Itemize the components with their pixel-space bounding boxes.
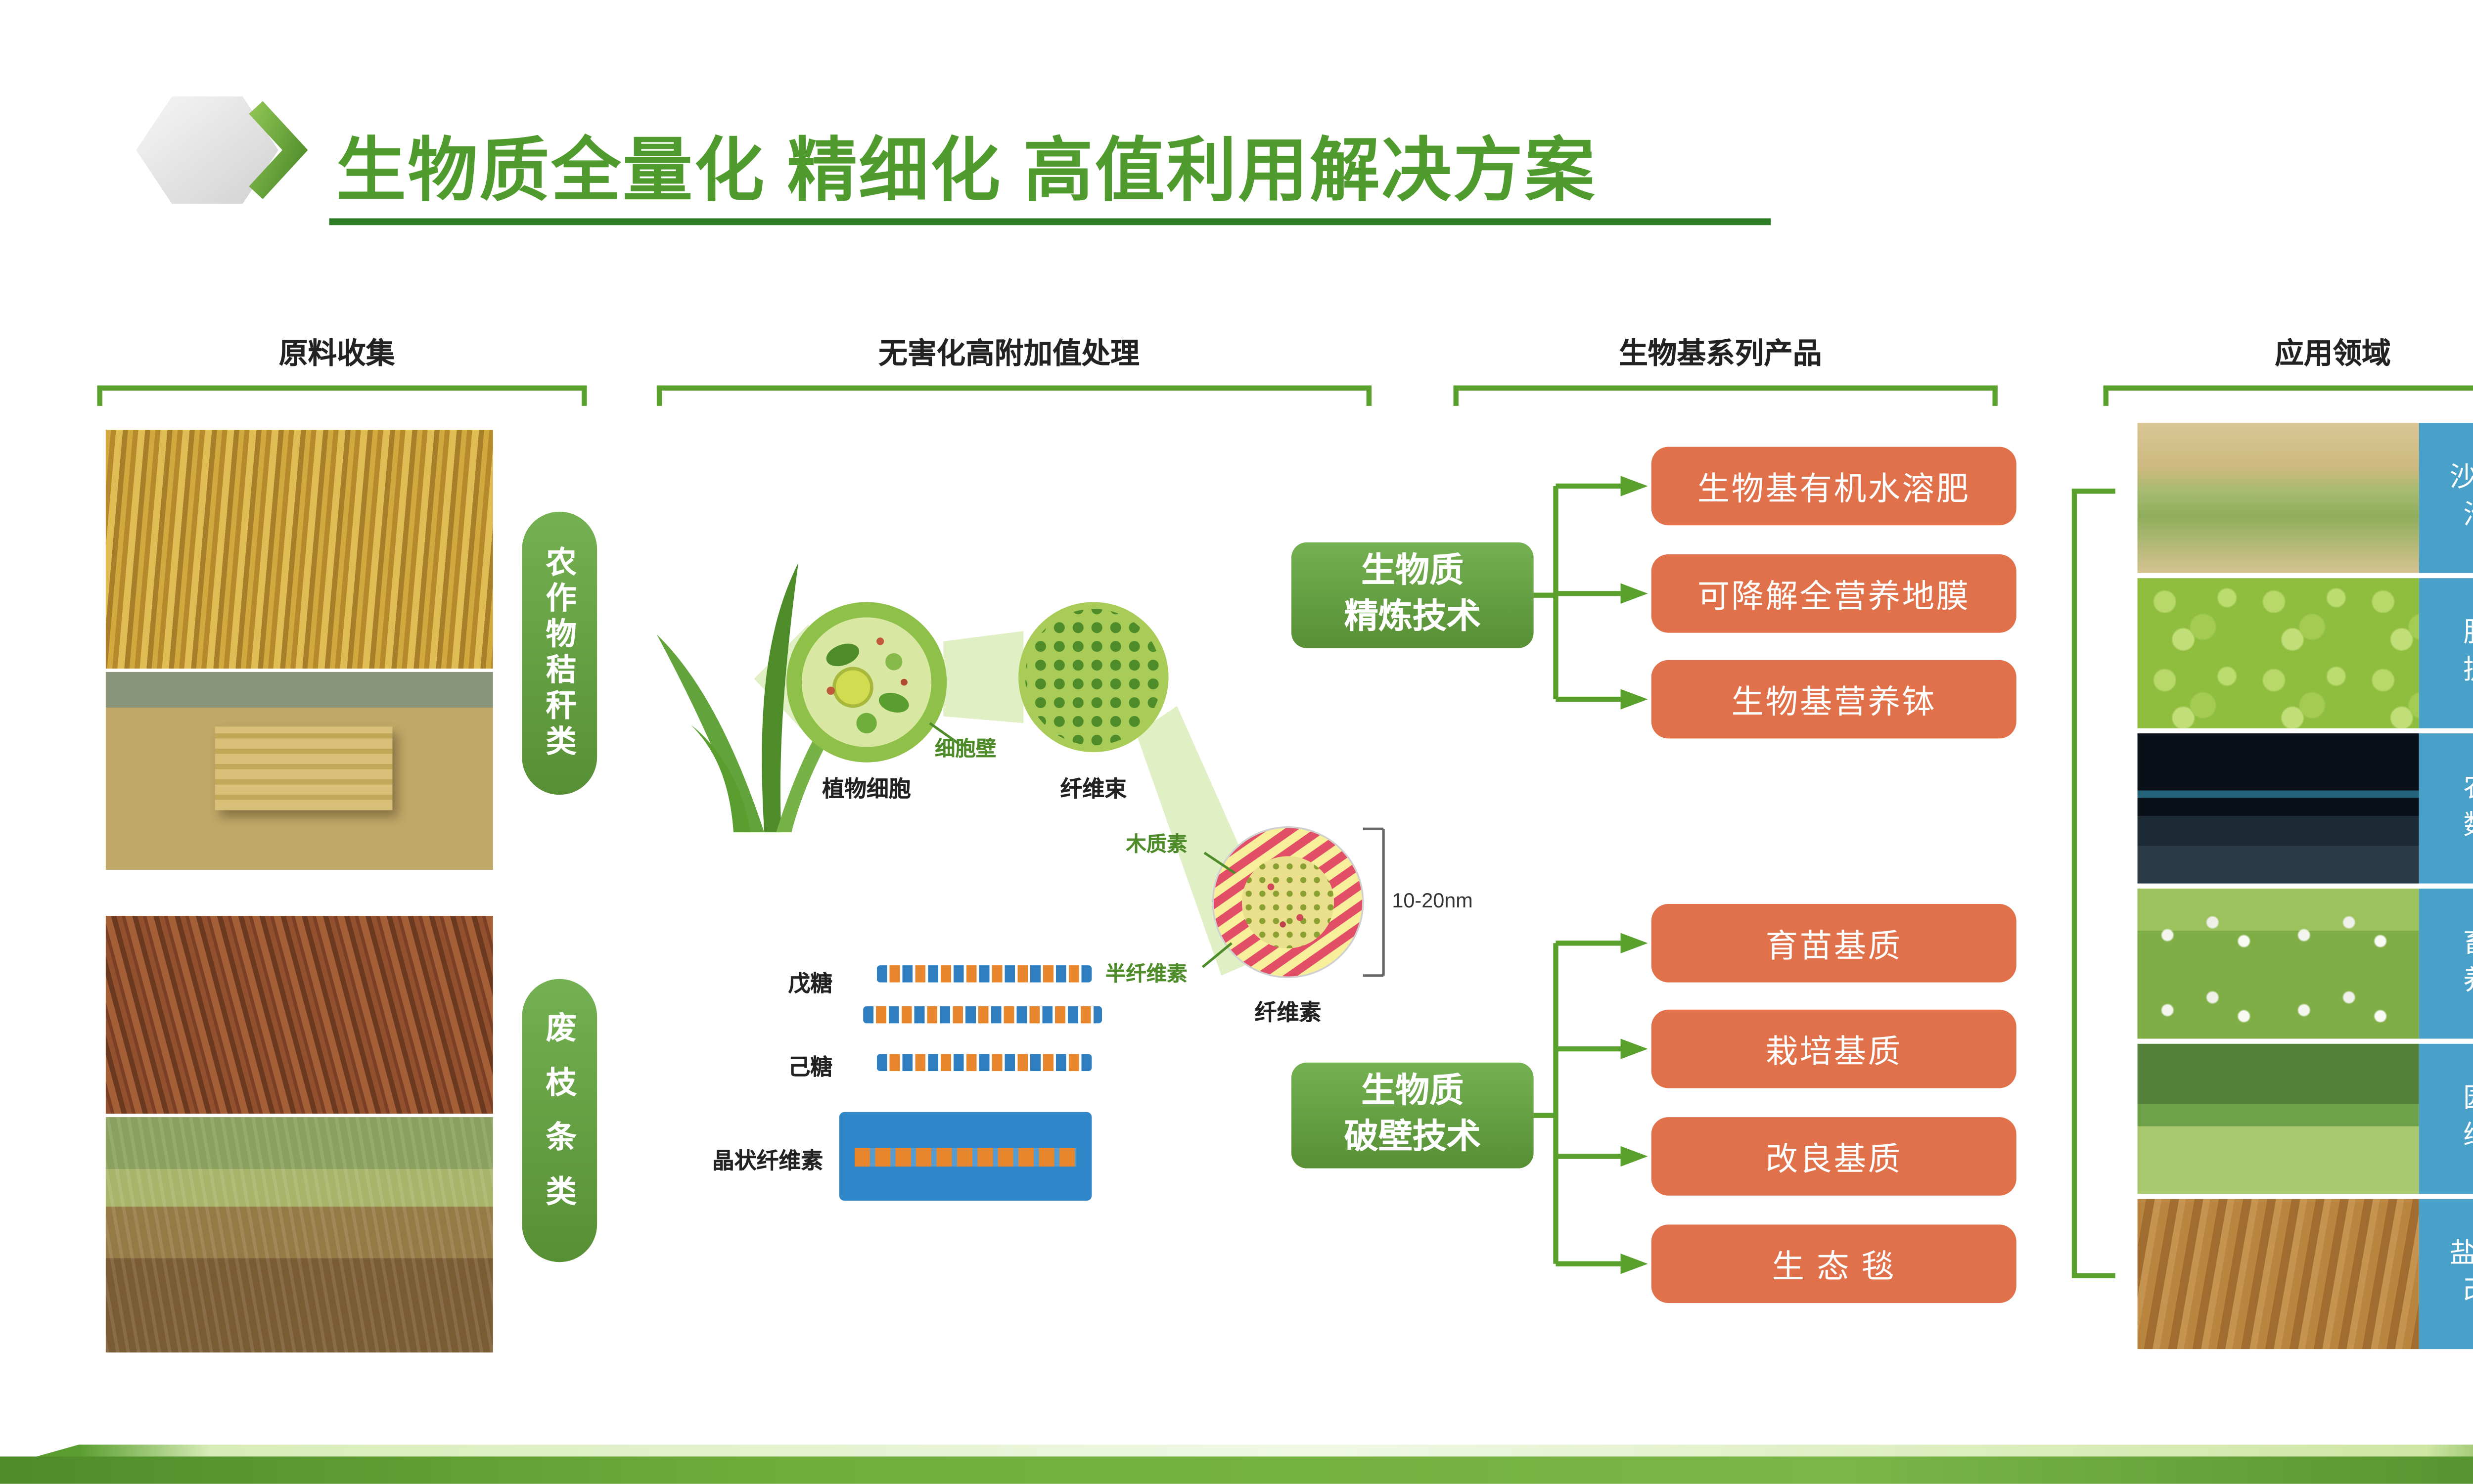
photo-saline-alkali-improvement <box>2137 1199 2419 1349</box>
bracket-raw-materials <box>97 385 587 406</box>
photo-agriculture-data <box>2137 733 2419 884</box>
label-diameter: 10-20nm <box>1392 888 1473 913</box>
section-header-processing: 无害化高附加值处理 <box>878 337 1140 370</box>
fiber-cross-section-diagram <box>1201 826 1385 979</box>
straw-bale <box>214 727 393 810</box>
label-cellulose: 纤维素 <box>1254 999 1322 1025</box>
photo-garden-greening <box>2137 1043 2419 1194</box>
product-box-degradable-mulch-film: 可降解全营养地膜 <box>1651 554 2016 633</box>
hexose-chain-graphic <box>876 1054 1092 1071</box>
photo-orchard-branches <box>105 1117 493 1353</box>
label-crystalline-cellulose: 晶状纤维素 <box>712 1148 824 1173</box>
plant-cell-diagram <box>786 602 960 763</box>
photo-waste-twigs <box>105 916 493 1114</box>
cellulose-chain <box>854 1148 1077 1167</box>
application-label: 沙漠化 治理 <box>2419 423 2473 573</box>
hexagon-icon <box>130 91 285 209</box>
application-row-agri-data: 农业 数据 <box>2137 733 2473 884</box>
label-pentose: 戊糖 <box>788 970 833 996</box>
connector-arrows-refining <box>1620 476 1648 710</box>
title-underline <box>329 218 1771 225</box>
label-plant-cell: 植物细胞 <box>822 776 911 802</box>
pentose-chain-graphic <box>876 965 1092 983</box>
bracket-products <box>1453 385 1998 406</box>
application-row-livestock: 畜牧 养殖 <box>2137 888 2473 1039</box>
label-hexose: 己糖 <box>788 1054 833 1080</box>
application-label: 畜牧 养殖 <box>2419 888 2473 1039</box>
product-box-cultivation-substrate: 栽培基质 <box>1651 1009 2016 1088</box>
photo-livestock-breeding <box>2137 888 2419 1039</box>
product-box-improvement-substrate: 改良基质 <box>1651 1117 2016 1196</box>
footer-ribbon <box>0 1456 2473 1484</box>
section-header-applications: 应用领域 <box>2275 337 2391 370</box>
tech-box-wall-breaking: 生物质 破壁技术 <box>1291 1062 1534 1169</box>
section-header-raw-materials: 原料收集 <box>278 337 395 370</box>
label-lignin: 木质素 <box>1126 832 1188 856</box>
photo-desertification-control <box>2137 423 2419 573</box>
photo-fertility-improvement <box>2137 578 2419 728</box>
photo-straw-bales <box>105 672 493 870</box>
application-row-fertility: 肥力 提升 <box>2137 578 2473 728</box>
chevron-right-icon <box>249 101 308 199</box>
application-row-saline-soil: 盐碱地 改良 <box>2137 1199 2473 1349</box>
label-hemicellulose: 半纤维素 <box>1105 962 1188 986</box>
application-row-desertification: 沙漠化 治理 <box>2137 423 2473 573</box>
bracket-processing <box>656 385 1372 406</box>
applications-bracket <box>2071 489 2115 1279</box>
section-header-products: 生物基系列产品 <box>1619 337 1822 370</box>
application-label: 肥力 提升 <box>2419 578 2473 728</box>
tech-box-refining: 生物质 精炼技术 <box>1291 542 1534 648</box>
crystalline-cellulose-graphic <box>839 1112 1092 1201</box>
application-label: 盐碱地 改良 <box>2419 1199 2473 1349</box>
category-pill-crop-straw: 农作物秸秆类 <box>522 511 597 795</box>
label-fiber-bundle: 纤维束 <box>1060 776 1127 802</box>
connector-tree-wall-breaking <box>1533 941 1621 1266</box>
applications-list: 沙漠化 治理 肥力 提升 农业 数据 畜牧 养殖 园林 绿化 盐碱地 改良 <box>2137 423 2473 1354</box>
product-box-water-soluble-fertilizer: 生物基有机水溶肥 <box>1651 447 2016 526</box>
sugar-chain-graphic <box>863 1006 1102 1024</box>
photo-corn-straw <box>105 430 493 669</box>
connector-arrows-wall-breaking <box>1620 933 1648 1274</box>
application-label: 农业 数据 <box>2419 733 2473 884</box>
category-pill-waste-branches: 废枝条类 <box>522 979 597 1262</box>
application-row-landscaping: 园林 绿化 <box>2137 1043 2473 1194</box>
product-box-seedling-substrate: 育苗基质 <box>1651 903 2016 983</box>
connector-tree-refining <box>1533 483 1621 702</box>
label-cell-wall: 细胞壁 <box>935 736 997 761</box>
fiber-bundle-diagram <box>1018 602 1169 753</box>
bracket-applications <box>2103 385 2473 406</box>
page-title: 生物质全量化 精细化 高值利用解决方案 <box>336 131 1597 210</box>
application-label: 园林 绿化 <box>2419 1043 2473 1194</box>
product-box-eco-blanket: 生 态 毯 <box>1651 1224 2016 1304</box>
product-box-nutrition-pot: 生物基营养钵 <box>1651 660 2016 739</box>
